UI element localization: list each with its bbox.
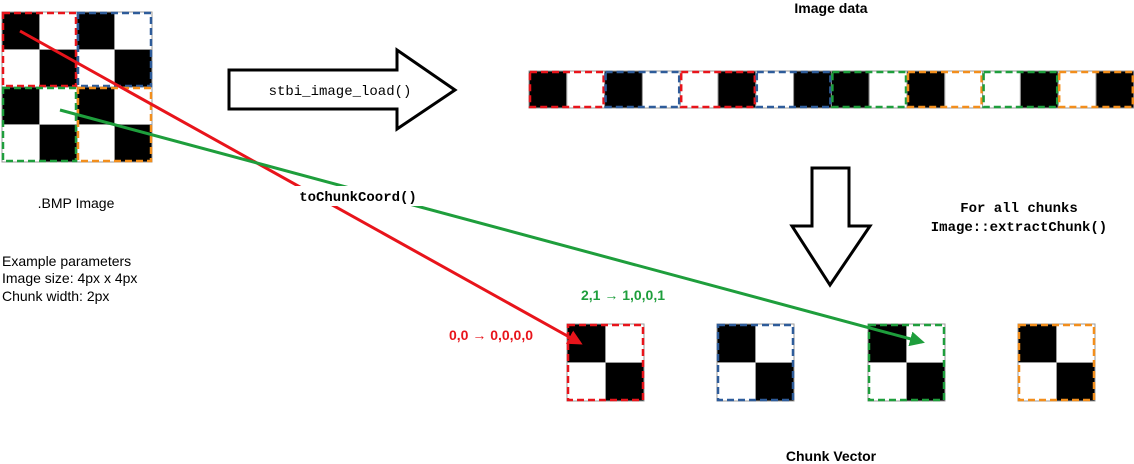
- bmp-image-label: .BMP Image: [38, 195, 115, 211]
- bmp-pixel: [39, 49, 78, 88]
- bmp-chunk-outline-orange: [76, 86, 153, 163]
- chunk-function-label: toChunkCoord(): [299, 190, 417, 206]
- image-data-group-orange: [1057, 70, 1134, 109]
- image-data-pixel: [679, 70, 719, 109]
- chunk-pixel: [566, 362, 606, 402]
- image-data-pixel: [944, 70, 984, 109]
- image-data-label: Image data: [794, 0, 867, 16]
- image-data-group-red: [528, 70, 605, 109]
- chunk-pixel: [755, 362, 795, 402]
- extract-arrow: [789, 166, 873, 288]
- bmp-chunk-outline-blue: [76, 11, 153, 88]
- image-data-pixel: [755, 70, 795, 109]
- extract-label-line1: For all chunks: [960, 201, 1078, 217]
- bmp-pixel: [76, 124, 115, 163]
- chunk-pixel: [867, 362, 907, 402]
- bmp-chunk-outline-red: [1, 11, 78, 88]
- chunk-pixel: [1017, 323, 1057, 363]
- image-data-pixel: [528, 70, 568, 109]
- bmp-pixel: [1, 124, 40, 163]
- image-data-group-green: [831, 70, 908, 109]
- chunk-pixel: [1056, 362, 1096, 402]
- image-data-pixel: [830, 70, 870, 109]
- chunk-fn-label-bg: [289, 186, 427, 206]
- bmp-pixel: [39, 86, 78, 125]
- chunk-pixel: [716, 323, 756, 363]
- extract-label-line2: Image::extractChunk(): [931, 220, 1107, 236]
- chunk-pixel: [605, 323, 645, 363]
- chunk-outline-red: [566, 323, 645, 402]
- image-data-pixel: [604, 70, 643, 109]
- image-data-pixel: [566, 70, 606, 109]
- bmp-pixel: [39, 124, 78, 163]
- chunk-pixel: [755, 323, 795, 363]
- bmp-pixel: [114, 49, 153, 88]
- params-title: Example parameters: [2, 253, 131, 269]
- chunk-pixel: [605, 362, 645, 402]
- green-mapping-arrow: [59, 108, 925, 347]
- bmp-chunk-outline-green: [1, 86, 78, 163]
- load-arrow: [227, 47, 458, 132]
- chunk-pixel: [1056, 323, 1096, 363]
- chunk-outline-blue: [716, 323, 795, 402]
- chunk-pixel: [1017, 362, 1057, 402]
- bmp-pixel: [39, 11, 78, 50]
- chunk-pixel: [566, 323, 606, 363]
- chunk-pixel: [716, 362, 756, 402]
- image-data-group-blue: [755, 70, 832, 109]
- bmp-pixel: [1, 49, 40, 88]
- chunk-vector-label: Chunk Vector: [786, 448, 877, 464]
- chunk-pixel: [906, 323, 946, 363]
- image-data-row: [528, 70, 1134, 109]
- params-image-size: Image size: 4px x 4px: [2, 270, 137, 286]
- image-data-pixel: [793, 70, 832, 109]
- chunk-outline-orange: [1017, 323, 1096, 402]
- image-data-pixel: [717, 70, 757, 109]
- bmp-pixel: [114, 11, 153, 50]
- red-mapping-label: 0,0 → 0,0,0,0: [449, 327, 533, 343]
- bmp-pixel: [1, 86, 40, 125]
- chunk-outline-green: [867, 323, 946, 402]
- params-chunk-width: Chunk width: 2px: [2, 288, 109, 304]
- image-data-pixel: [906, 70, 946, 109]
- image-data-pixel: [868, 70, 908, 109]
- chunk-vector-row: [566, 323, 1096, 402]
- image-data-group-blue: [604, 70, 681, 109]
- load-function-label: stbi_image_load(): [269, 84, 412, 100]
- bmp-pixel: [76, 11, 115, 50]
- image-data-group-green: [982, 70, 1059, 109]
- chunk-pixel: [906, 362, 946, 402]
- image-data-group-red: [679, 70, 757, 109]
- image-data-pixel: [641, 70, 681, 109]
- bmp-image-grid: [1, 11, 153, 163]
- green-mapping-label: 2,1 → 1,0,0,1: [581, 287, 665, 303]
- image-data-group-orange: [906, 70, 983, 109]
- image-data-pixel: [1057, 70, 1097, 109]
- image-data-pixel: [1095, 70, 1134, 109]
- image-data-pixel: [982, 70, 1021, 109]
- image-data-pixel: [1019, 70, 1059, 109]
